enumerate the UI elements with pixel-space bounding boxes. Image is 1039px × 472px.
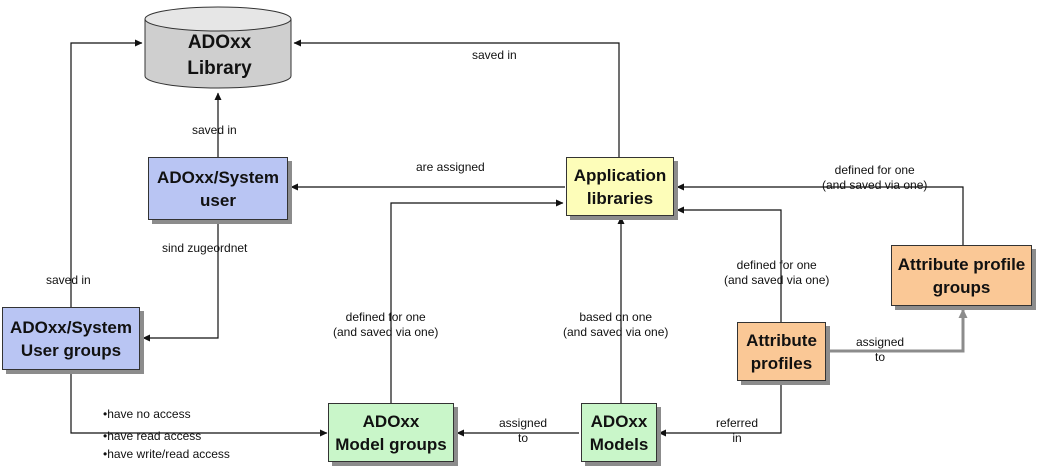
edge-profgroups-to-applib (676, 183, 964, 245)
label-modelgroups-to-applib: defined for one (and saved via one) (333, 310, 439, 339)
edge-profiles-to-profgroups (830, 308, 968, 353)
label-profgroups-to-applib: defined for one (and saved via one) (822, 163, 928, 192)
access-item-read-access: •have read access (103, 429, 202, 443)
edge-applib-to-library (293, 39, 620, 157)
library-cylinder (144, 6, 292, 89)
label-groups-to-library: saved in (46, 273, 91, 287)
label-applib-to-library: saved in (472, 48, 517, 62)
label-user-to-groups: sind zugeordnet (162, 241, 248, 255)
app-libraries-node[interactable]: Application libraries (566, 157, 674, 216)
label-models-to-applib: based on one (and saved via one) (563, 310, 669, 339)
label-profiles-to-applib: defined for one (and saved via one) (724, 258, 830, 287)
model-groups-node[interactable]: ADOxx Model groups (328, 403, 454, 462)
attr-profile-groups-node[interactable]: Attribute profile groups (891, 245, 1032, 306)
system-user-node[interactable]: ADOxx/System user (148, 157, 288, 220)
label-models-to-modelgroups: assigned to (499, 416, 548, 445)
label-profiles-to-models: referred in (716, 416, 759, 445)
edge-profiles-to-models (658, 382, 782, 437)
label-applib-to-user: are assigned (416, 160, 485, 174)
models-node[interactable]: ADOxx Models (581, 403, 657, 462)
edge-profiles-to-applib (676, 206, 782, 322)
edge-modelgroups-to-applib (390, 199, 564, 403)
access-item-no-access: •have no access (103, 407, 191, 421)
label-user-to-library: saved in (192, 123, 237, 137)
access-item-write-read-access: •have write/read access (103, 447, 230, 461)
edge-groups-to-modelgroups (70, 372, 328, 437)
library-label: ADOxx Library (187, 32, 252, 79)
user-groups-node[interactable]: ADOxx/System User groups (2, 307, 140, 370)
edge-groups-to-library (70, 39, 143, 307)
edge-user-to-groups (142, 222, 219, 342)
attr-profiles-node[interactable]: Attribute profiles (737, 322, 826, 381)
label-profiles-to-profgroups: assigned to (856, 335, 905, 364)
